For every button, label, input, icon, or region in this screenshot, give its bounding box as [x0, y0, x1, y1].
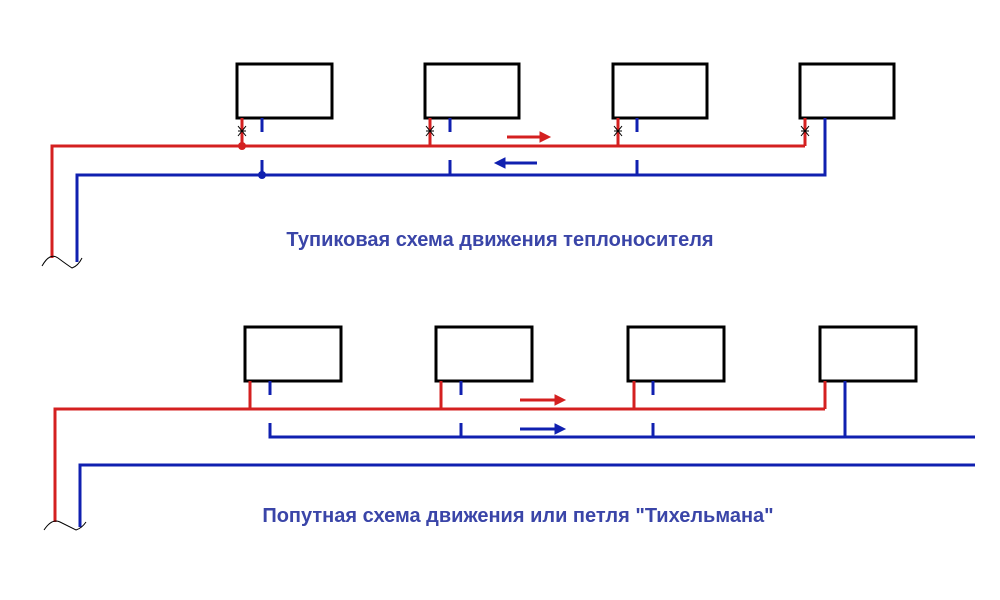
break-line-icon: [41, 255, 83, 269]
valve-icon: [800, 125, 810, 137]
valve-icon: [237, 125, 247, 137]
radiator: [798, 62, 896, 120]
radiator: [626, 325, 726, 383]
radiator: [243, 325, 343, 383]
valve-icon: [613, 125, 623, 137]
return-pipe: [75, 118, 827, 262]
arrow-head-right-icon: [539, 131, 552, 143]
tee-node: [238, 142, 246, 150]
dead-end-caption: Тупиковая схема движения теплоносителя: [286, 229, 714, 251]
arrow-head-left-icon: [493, 157, 506, 169]
tichelmann-scheme: [43, 325, 975, 531]
supply-pipe: [50, 118, 807, 258]
supply-pipe: [53, 381, 827, 522]
valve-icon: [425, 125, 435, 137]
radiator: [423, 62, 521, 120]
return-pipe: [268, 381, 975, 439]
arrow-head-right-icon: [554, 394, 567, 406]
break-line-icon: [43, 520, 87, 531]
radiator: [611, 62, 709, 120]
tichelmann-caption: Попутная схема движения или петля "Тихел…: [262, 505, 774, 527]
return-main-pipe: [78, 463, 975, 527]
radiators: [243, 325, 918, 383]
tee-node: [258, 171, 266, 179]
radiator: [434, 325, 534, 383]
radiators: [235, 62, 896, 120]
radiator: [235, 62, 334, 120]
valve-icons: [237, 125, 810, 137]
radiator: [818, 325, 918, 383]
dead-end-scheme: [41, 62, 896, 269]
arrow-head-right-icon: [554, 423, 567, 435]
